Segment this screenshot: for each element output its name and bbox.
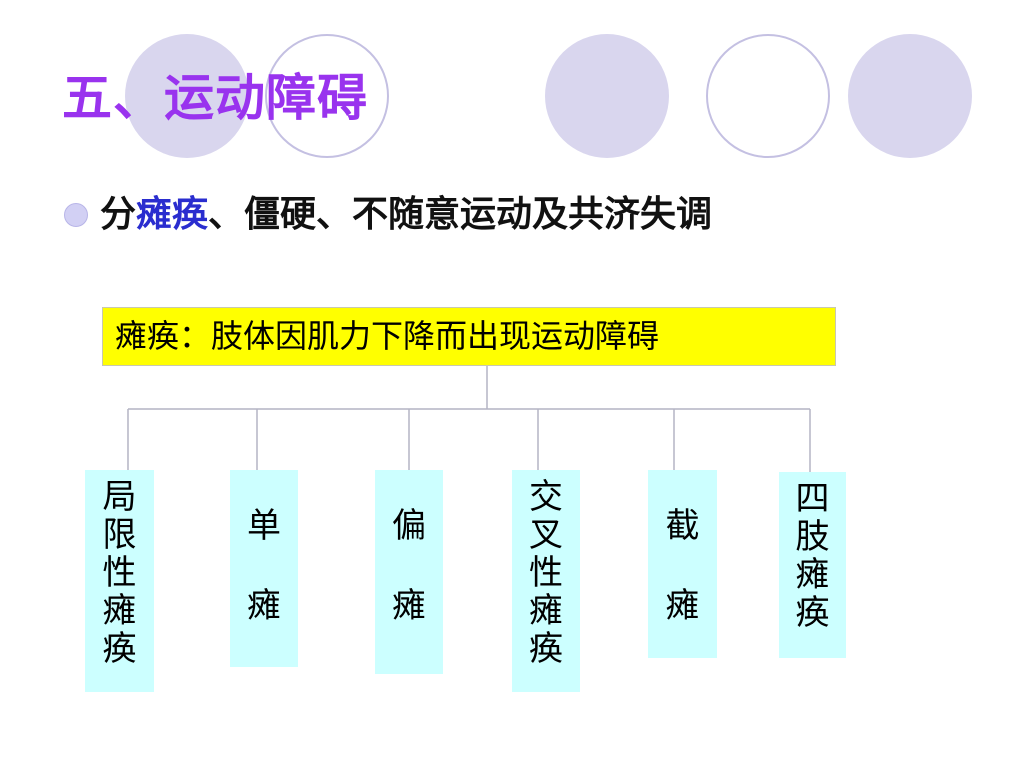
category-box-paraplegia: 截 瘫 [648, 470, 717, 658]
category-char: 痪 [102, 629, 137, 669]
bullet-suffix: 、僵硬、不随意运动及共济失调 [208, 194, 713, 235]
category-char: 瘫 [247, 586, 281, 626]
category-char: 偏 [392, 506, 426, 546]
category-char: 瘫 [529, 591, 563, 631]
decor-circle [848, 34, 972, 158]
category-char: 截 [665, 506, 700, 546]
category-box-localized-paralysis: 局 限 性 瘫 痪 [85, 470, 154, 692]
category-char: 瘫 [102, 591, 137, 631]
category-char: 单 [247, 506, 281, 546]
decor-circle [125, 34, 249, 158]
bullet-highlight: 瘫痪 [136, 194, 209, 235]
category-char: 局 [102, 477, 137, 517]
category-box-quadriplegia: 四 肢 瘫 痪 [779, 472, 846, 658]
decor-ring [265, 34, 389, 158]
bullet-item: 分瘫痪、僵硬、不随意运动及共济失调 [64, 190, 712, 240]
category-char: 限 [102, 515, 137, 555]
category-char: 叉 [529, 515, 563, 555]
category-box-hemiplegia: 偏 瘫 [375, 470, 443, 674]
category-char: 性 [529, 553, 563, 593]
category-char: 瘫 [795, 555, 830, 595]
category-char: 肢 [795, 517, 830, 557]
category-box-crossed-paralysis: 交 叉 性 瘫 痪 [512, 470, 580, 692]
bullet-dot-icon [64, 203, 88, 227]
category-char: 痪 [529, 629, 563, 669]
category-char: 性 [102, 553, 137, 593]
bullet-prefix: 分 [100, 194, 137, 235]
category-char: 四 [795, 479, 830, 519]
decor-ring [706, 34, 830, 158]
bullet-text: 分瘫痪、僵硬、不随意运动及共济失调 [100, 191, 712, 239]
category-char: 痪 [795, 593, 830, 633]
category-char: 瘫 [392, 586, 426, 626]
definition-box: 瘫痪：肢体因肌力下降而出现运动障碍 [102, 307, 836, 366]
category-char: 瘫 [665, 586, 700, 626]
category-box-monoplegia: 单 瘫 [230, 470, 298, 667]
category-char: 交 [529, 477, 563, 517]
slide-title: 五、运动障碍 [62, 69, 368, 127]
decor-circle [545, 34, 669, 158]
